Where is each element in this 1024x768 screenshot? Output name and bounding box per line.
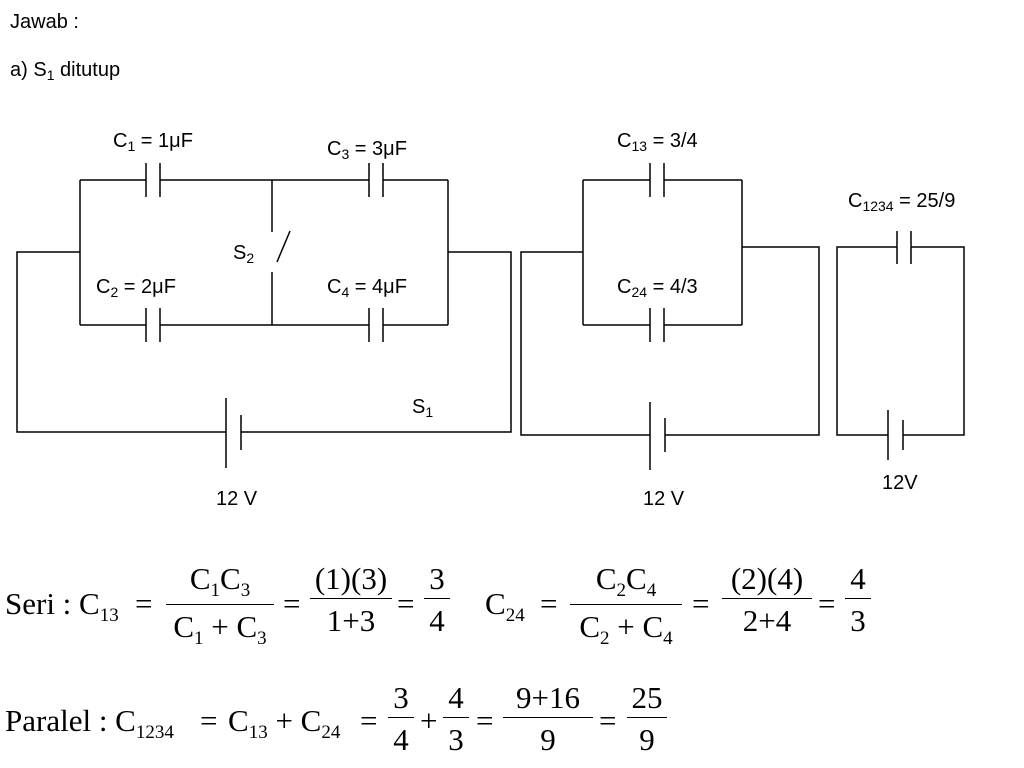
label-voltage-2: 12 V	[643, 488, 685, 510]
circuit-3-wiring	[836, 231, 965, 460]
equals-sign: =	[692, 586, 710, 621]
equals-sign: =	[135, 586, 153, 621]
fraction-25-over-9: 25 9	[627, 682, 667, 755]
label-c2: C2 = 2μF	[96, 276, 176, 300]
label-voltage-3: 12V	[882, 472, 918, 494]
label-s1: S1	[412, 396, 434, 420]
fraction-4-over-3: 4 3	[845, 563, 871, 636]
circuit-1-wiring	[16, 163, 512, 468]
label-c24: C24 = 4/3	[617, 276, 698, 300]
equals-sign: =	[360, 703, 378, 738]
label-s2: S2	[233, 242, 255, 266]
equals-sign: =	[397, 586, 415, 621]
fraction-product-over-sum-24: (2)(4) 2+4	[722, 563, 812, 636]
plus-sign: +	[420, 703, 438, 738]
sum-c13-c24: C13 + C24	[228, 703, 341, 743]
fraction-c1c3-over-sum: C1C3 C1 + C3	[166, 563, 274, 648]
equals-sign: =	[476, 703, 494, 738]
fraction-9-plus-16-over-9: 9+16 9	[503, 682, 593, 755]
series-label: Seri : C13	[5, 586, 119, 626]
label-c4: C4 = 4μF	[327, 276, 407, 300]
circuit-2-wiring	[520, 163, 820, 470]
equals-sign: =	[540, 586, 558, 621]
equals-sign: =	[200, 703, 218, 738]
fraction-3-over-4: 3 4	[424, 563, 450, 636]
label-voltage-1: 12 V	[216, 488, 258, 510]
equals-sign: =	[818, 586, 836, 621]
equals-sign: =	[283, 586, 301, 621]
label-c1: C1 = 1μF	[113, 130, 193, 154]
parallel-label: Paralel : C1234	[5, 703, 174, 743]
fraction-product-over-sum-13: (1)(3) 1+3	[310, 563, 392, 636]
equals-sign: =	[599, 703, 617, 738]
c24-label: C24	[485, 586, 525, 626]
switch-s2-blade	[276, 230, 291, 263]
heading-part-a: a) S1 ditutup	[10, 59, 121, 83]
fraction-c2c4-over-sum: C2C4 C2 + C4	[570, 563, 682, 648]
heading-jawab: Jawab :	[10, 11, 79, 33]
label-c3: C3 = 3μF	[327, 138, 407, 162]
label-c1234: C1234 = 25/9	[848, 190, 956, 214]
label-c13: C13 = 3/4	[617, 130, 698, 154]
fraction-4-over-3: 4 3	[443, 682, 469, 755]
fraction-3-over-4: 3 4	[388, 682, 414, 755]
